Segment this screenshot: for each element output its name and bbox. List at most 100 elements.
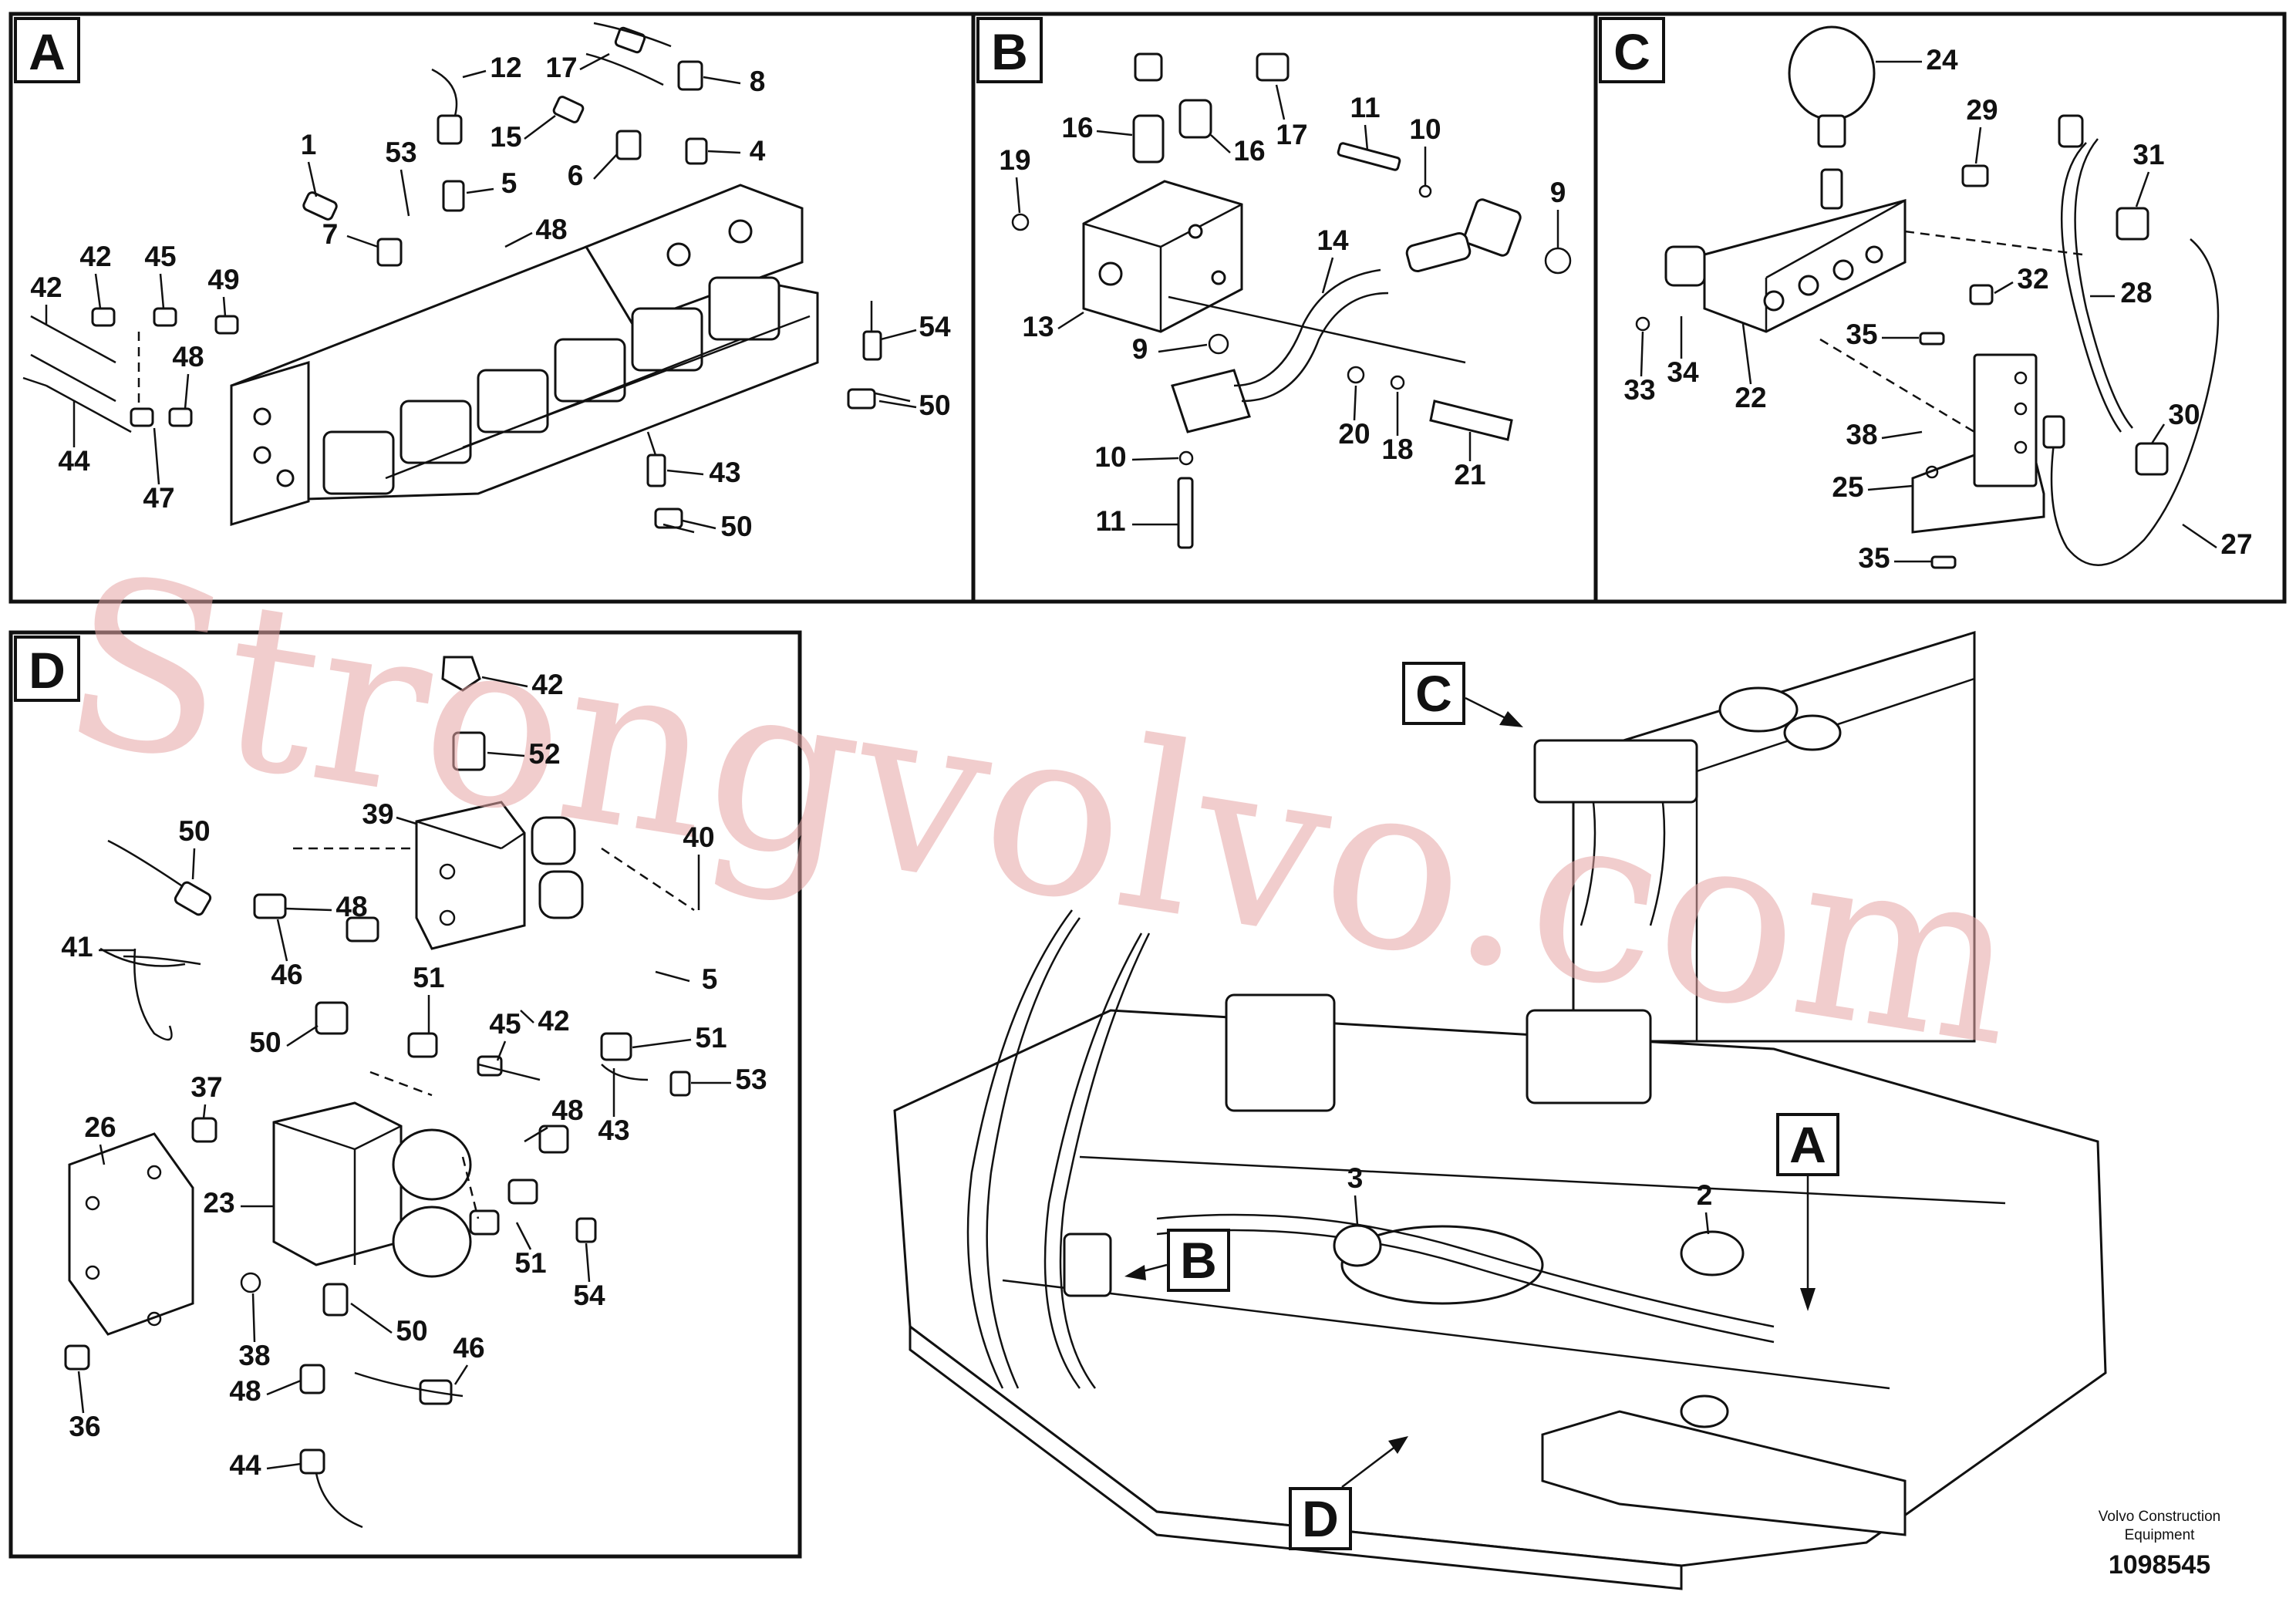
locator-c: C <box>1402 662 1523 727</box>
callout: 27 <box>2220 528 2252 560</box>
callout: 44 <box>229 1449 261 1481</box>
callout: 38 <box>238 1340 270 1371</box>
panel-b-frame <box>971 12 1598 604</box>
callout: 31 <box>2132 139 2164 170</box>
control-valve-assembly <box>230 184 819 527</box>
callout: 43 <box>598 1114 629 1146</box>
callout: 22 <box>1735 382 1766 413</box>
callout: 28 <box>2120 277 2152 309</box>
callout: 21 <box>1454 459 1485 491</box>
callout: 18 <box>1381 433 1413 465</box>
callout: 5 <box>702 963 718 995</box>
svg-text:D: D <box>29 642 66 699</box>
svg-text:B: B <box>1180 1232 1217 1289</box>
callout: 45 <box>144 241 176 272</box>
callout: 11 <box>1095 505 1125 537</box>
footer: Volvo Construction Equipment 1098545 <box>2099 1509 2220 1580</box>
callout: 43 <box>709 457 740 488</box>
callout: 46 <box>271 959 302 990</box>
callout: 51 <box>695 1022 727 1054</box>
callout: 50 <box>178 815 210 847</box>
callout: 42 <box>30 271 62 303</box>
overview-callout-3: 3 <box>1347 1162 1364 1226</box>
locator-b: B <box>1124 1229 1230 1292</box>
callout: 8 <box>750 66 766 97</box>
callout: 7 <box>322 218 339 250</box>
callout: 16 <box>1061 112 1093 143</box>
callout: 32 <box>2017 263 2048 295</box>
panel-b-label: B <box>976 17 1043 83</box>
callout: 50 <box>720 511 752 542</box>
callout: 23 <box>203 1187 234 1219</box>
callout: 51 <box>514 1247 546 1279</box>
callout: 49 <box>207 264 239 295</box>
callout: 5 <box>501 167 518 199</box>
callout: 11 <box>1350 92 1380 123</box>
callout: 15 <box>490 121 521 153</box>
callout: 19 <box>999 144 1030 176</box>
callout: 29 <box>1966 94 1998 126</box>
callout: 42 <box>531 669 563 700</box>
panel-d-parts <box>64 656 695 1529</box>
callout: 40 <box>683 821 714 853</box>
doc-number: 1098545 <box>2109 1550 2210 1580</box>
callout: 33 <box>1623 374 1655 406</box>
svg-text:2: 2 <box>1697 1179 1713 1211</box>
callout: 37 <box>190 1071 222 1103</box>
company-line-1: Volvo Construction <box>2099 1509 2220 1525</box>
svg-text:3: 3 <box>1347 1162 1364 1194</box>
panel-d-frame <box>8 630 802 1559</box>
callout: 35 <box>1846 319 1877 350</box>
callout: 52 <box>528 738 560 770</box>
callout: 12 <box>490 52 521 83</box>
callout: 20 <box>1338 418 1370 450</box>
panel-d-label: D <box>14 636 80 702</box>
callout: 47 <box>143 482 174 514</box>
callout: 25 <box>1832 471 1863 503</box>
callout: 4 <box>750 135 766 167</box>
company-line-2: Equipment <box>2125 1527 2196 1543</box>
callout: 51 <box>413 962 444 993</box>
overview-callout-2: 2 <box>1697 1179 1713 1235</box>
callout: 30 <box>2168 399 2200 430</box>
callout: 44 <box>58 445 90 477</box>
callout: 13 <box>1022 311 1054 342</box>
panel-a-label: A <box>14 17 80 83</box>
locator-a: A <box>1776 1113 1839 1311</box>
callout: 26 <box>84 1111 116 1143</box>
callout: 9 <box>1132 333 1148 365</box>
callout: 54 <box>919 311 951 342</box>
callout: 39 <box>362 798 393 830</box>
machine-overview <box>893 630 2107 1590</box>
panel-b-parts <box>1011 52 1572 549</box>
callout: 9 <box>1550 177 1566 208</box>
callouts: 1 53 5 12 17 15 6 8 4 48 7 42 42 45 49 4… <box>30 44 2252 1481</box>
panel-c-parts <box>1635 25 2220 569</box>
callout: 50 <box>249 1027 281 1058</box>
callout: 34 <box>1667 356 1699 388</box>
svg-text:B: B <box>991 23 1028 80</box>
callout: 35 <box>1858 542 1890 574</box>
panel-c-frame <box>1593 12 2287 604</box>
callout: 41 <box>61 931 93 963</box>
callout: 6 <box>568 160 584 191</box>
locator-d: D <box>1289 1436 1408 1550</box>
callout: 38 <box>1846 419 1877 450</box>
callout: 24 <box>1926 44 1958 76</box>
callout: 48 <box>551 1094 583 1126</box>
svg-text:A: A <box>29 23 66 80</box>
callout: 46 <box>453 1332 484 1364</box>
callout: 45 <box>489 1008 521 1040</box>
svg-text:A: A <box>1789 1116 1826 1173</box>
callout: 48 <box>535 214 567 245</box>
callout: 16 <box>1233 135 1265 167</box>
callout: 48 <box>335 891 367 922</box>
callout: 50 <box>396 1315 427 1347</box>
callout: 48 <box>172 341 204 373</box>
callout: 14 <box>1317 224 1349 256</box>
callout: 17 <box>1276 119 1307 150</box>
callout: 42 <box>538 1005 569 1037</box>
svg-text:C: C <box>1415 665 1452 722</box>
callout: 36 <box>69 1411 100 1442</box>
